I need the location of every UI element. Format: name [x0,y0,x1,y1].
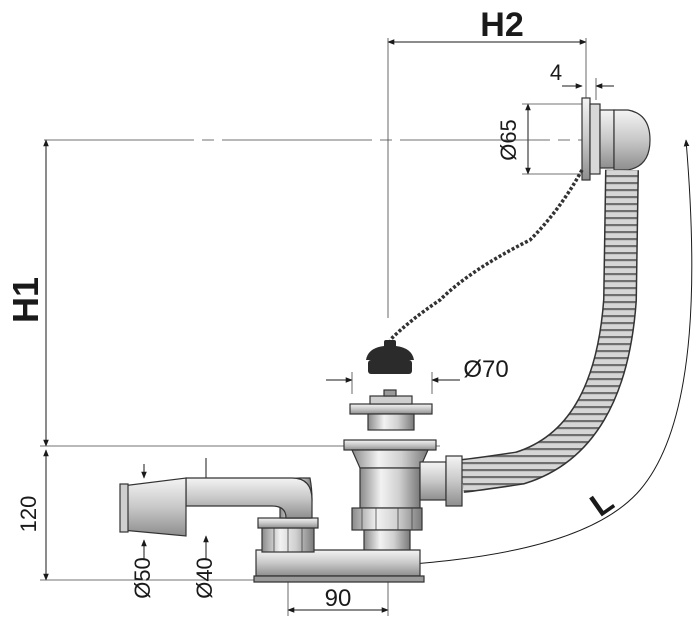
h1-label: H1 [5,277,46,323]
flexible-hose [460,169,639,493]
dim-d70-label: Ø70 [463,356,508,383]
stopper-plug [366,340,414,374]
drain-stem [359,467,421,509]
h2-label: H2 [480,6,523,44]
h2-dimension: H2 [387,6,587,318]
dim-d70: Ø70 [326,356,509,394]
dim-d65: Ø65 [496,103,585,175]
hose-connector-nut [445,455,463,507]
outlet-pipe [119,477,313,537]
dim-d40-label: Ø40 [192,557,217,599]
overflow-head [581,97,651,181]
overflow-gasket [589,103,601,175]
l-dimension: L [387,139,693,569]
dim-120: 120 [16,449,262,581]
dim-d50: Ø50 [130,464,155,599]
l-label: L [583,483,620,524]
trap-housing [253,517,425,583]
outlet-elbow [185,477,313,519]
drain-nut [351,507,423,531]
drain-flange [343,439,437,451]
drain-strainer [349,389,433,431]
dim-d50-label: Ø50 [130,557,155,599]
dim-120-label: 120 [16,496,41,533]
hose-connector [419,455,463,507]
dim-90: 90 [287,548,389,616]
overflow-cover-plate [581,97,591,181]
dim-90-label: 90 [325,585,352,612]
dim-4-label: 4 [550,60,562,85]
dim-4: 4 [550,60,614,100]
overflow-elbow [613,109,651,171]
outlet-sleeve [121,477,187,537]
stopper-chain [388,169,584,342]
drain-body [343,439,437,553]
